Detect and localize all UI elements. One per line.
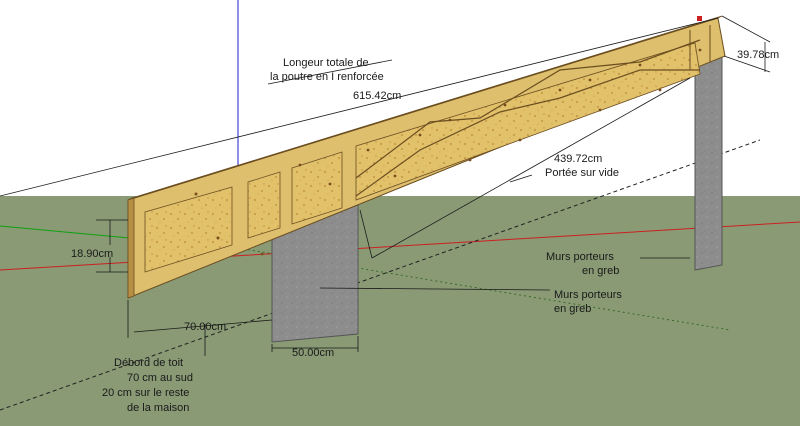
label-height-right: 39.78cm bbox=[737, 49, 779, 61]
label-wall-width: 50.00cm bbox=[292, 347, 334, 359]
label-walls-2-line2: en greb bbox=[554, 303, 591, 315]
label-length-title-1: Longeur totale de bbox=[283, 57, 369, 69]
dimension-lines bbox=[0, 15, 771, 356]
truss-members-2 bbox=[355, 69, 700, 197]
back-wall bbox=[694, 51, 723, 271]
osb-panel-3 bbox=[291, 151, 343, 225]
label-walls-2-line1: Murs porteurs bbox=[554, 289, 622, 301]
label-walls-1-line2: en greb bbox=[582, 265, 619, 277]
green-axis-dotted bbox=[237, 247, 731, 331]
label-overhang-value: 70.00cm bbox=[184, 321, 226, 333]
dashed-guide bbox=[0, 139, 761, 411]
truss-members bbox=[355, 39, 701, 179]
label-overhang-note-1: Débord de toit bbox=[114, 357, 183, 369]
label-overhang-note-3: 20 cm sur le reste bbox=[102, 387, 189, 399]
label-length-value: 615.42cm bbox=[353, 90, 401, 102]
annotation-labels: Longeur totale de la poutre en I renforc… bbox=[71, 49, 779, 414]
osb-panel-1 bbox=[144, 186, 233, 273]
corner-marker bbox=[697, 16, 702, 21]
wood-knots bbox=[194, 48, 702, 256]
label-span-value: 439.72cm bbox=[554, 153, 602, 165]
label-span-title: Portée sur vide bbox=[545, 167, 619, 179]
osb-panel-2 bbox=[247, 171, 281, 239]
label-overhang-note-2: 70 cm au sud bbox=[127, 372, 193, 384]
label-height-left: 18.90cm bbox=[71, 248, 113, 260]
osb-panel-4 bbox=[355, 42, 701, 201]
label-overhang-note-4: de la maison bbox=[127, 402, 189, 414]
label-walls-1-line1: Murs porteurs bbox=[546, 251, 614, 263]
beam-end-left bbox=[127, 197, 135, 299]
label-length-title-2: la poutre en I renforcée bbox=[270, 71, 384, 83]
